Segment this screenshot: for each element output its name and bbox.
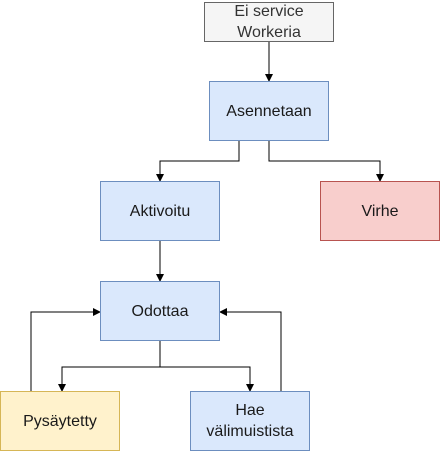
edge-fetch-cache-to-waiting bbox=[219, 308, 282, 391]
node-no-service-worker: Ei service Workeria bbox=[204, 2, 334, 42]
node-waiting: Odottaa bbox=[100, 281, 220, 341]
node-paused: Pysäytetty bbox=[0, 391, 120, 451]
edge-waiting-to-fetch-cache bbox=[159, 341, 254, 392]
edge-installing-to-error bbox=[268, 141, 384, 182]
node-activated: Aktivoitu bbox=[100, 181, 220, 241]
node-installing: Asennetaan bbox=[209, 81, 329, 141]
node-fetch-from-cache: Hae välimuistista bbox=[190, 391, 310, 451]
node-error: Virhe bbox=[320, 181, 440, 241]
edge-paused-to-waiting bbox=[30, 308, 101, 391]
edge-installing-to-activated bbox=[156, 141, 240, 182]
edge-waiting-to-paused bbox=[58, 341, 161, 392]
